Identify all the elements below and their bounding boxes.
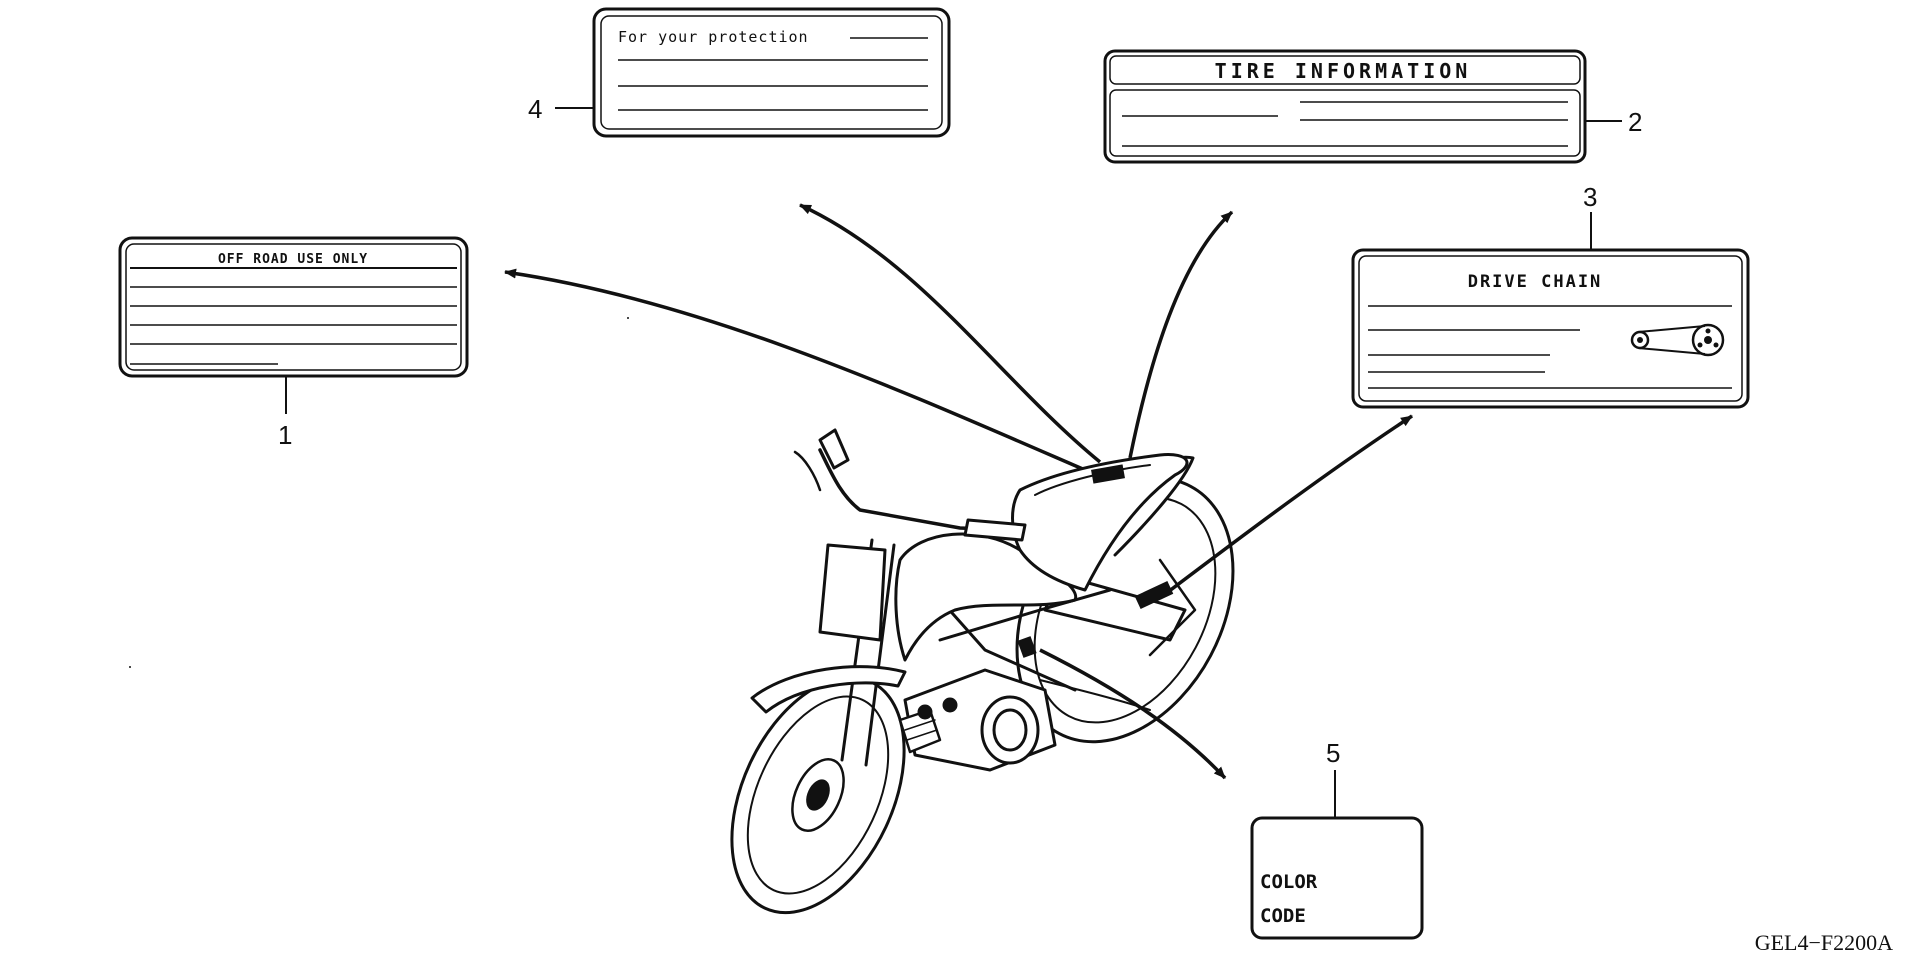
label-2-title: TIRE INFORMATION bbox=[1215, 59, 1472, 83]
label-5-number: 5 bbox=[1326, 738, 1340, 768]
label-1-off-road: OFF ROAD USE ONLY bbox=[118, 236, 469, 378]
label-2-tire-information: TIRE INFORMATION bbox=[1103, 49, 1587, 164]
label-2-number: 2 bbox=[1628, 107, 1642, 137]
arrow-to-label-2 bbox=[1128, 210, 1234, 459]
front-fender bbox=[750, 665, 907, 714]
front-wheel bbox=[730, 675, 906, 915]
label-1-number: 1 bbox=[278, 420, 292, 450]
motorcycle-illustration bbox=[730, 428, 1235, 915]
label-5-color-code: COLOR CODE bbox=[1250, 816, 1424, 940]
label-1-title: OFF ROAD USE ONLY bbox=[218, 252, 368, 267]
chain-sprocket-icon bbox=[1630, 323, 1725, 357]
label-3-number: 3 bbox=[1583, 182, 1597, 212]
arrow-to-label-1 bbox=[504, 268, 1086, 472]
number-plate bbox=[818, 543, 887, 642]
label-5-line-1: COLOR bbox=[1260, 871, 1318, 893]
arrow-to-label-5 bbox=[1039, 648, 1227, 780]
seat bbox=[1011, 453, 1189, 592]
diagram-code: GEL4−F2200A bbox=[1755, 930, 1893, 955]
handlebar bbox=[818, 448, 1012, 532]
bike-label-marks bbox=[1017, 464, 1174, 658]
label-4-title: For your protection bbox=[618, 28, 809, 46]
leader-arrows bbox=[504, 203, 1413, 780]
arrow-to-label-3 bbox=[1158, 414, 1413, 600]
arrow-to-label-4 bbox=[799, 203, 1102, 464]
engine bbox=[898, 668, 1057, 772]
label-4-protection: For your protection bbox=[592, 7, 951, 138]
label-4-number: 4 bbox=[528, 94, 542, 124]
label-3-drive-chain: DRIVE CHAIN bbox=[1351, 248, 1750, 409]
label-5-line-2: CODE bbox=[1260, 905, 1306, 927]
label-3-title: DRIVE CHAIN bbox=[1468, 272, 1603, 292]
